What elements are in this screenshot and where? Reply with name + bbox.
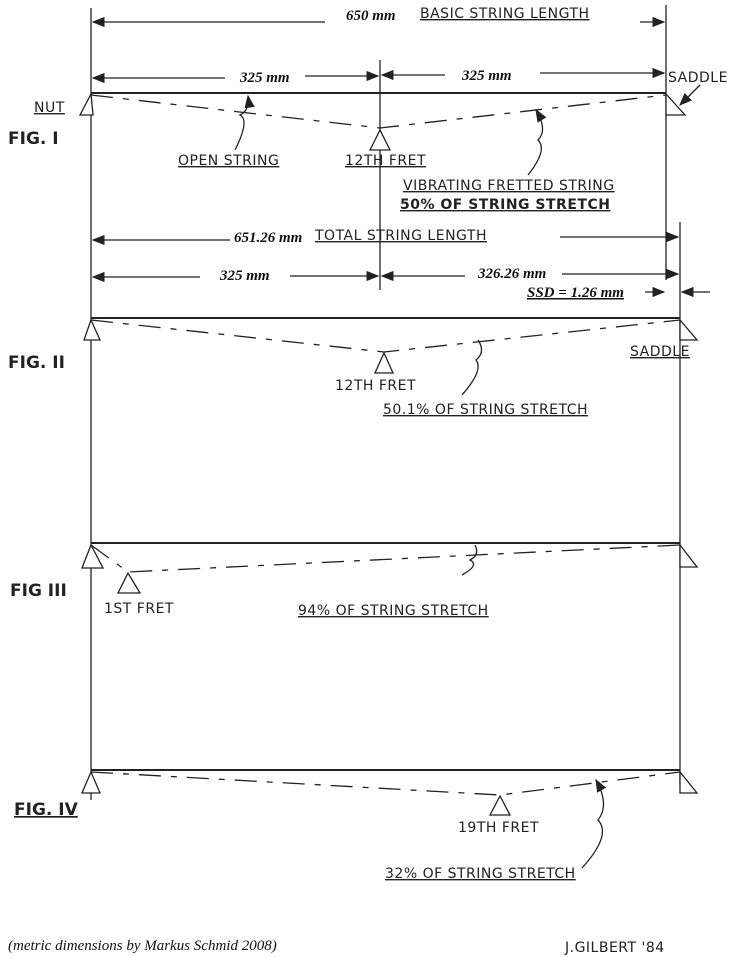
fig4-label: FIG. IV <box>14 800 79 820</box>
vibrating-label: VIBRATING FRETTED STRING <box>403 178 615 194</box>
fig3-stretch-label: 94% OF STRING STRETCH <box>298 603 489 619</box>
saddle-triangle <box>665 92 687 116</box>
fig2-stretch-label: 50.1% OF STRING STRETCH <box>383 402 588 418</box>
fig2-saddle-label: SADDLE <box>630 344 690 360</box>
total-right-value: 326.26 mm <box>477 266 546 282</box>
saddle-triangle <box>679 770 699 794</box>
nut-triangle <box>81 770 101 794</box>
ssd-value: SSD = 1.26 mm <box>527 285 624 301</box>
fig4-fret-label: 19TH FRET <box>458 820 539 836</box>
nut-triangle <box>83 318 102 341</box>
basic-length-value: 650 mm <box>346 8 396 24</box>
figure-3: FIG III 1ST FRET 94% OF STRING STRETCH <box>10 542 699 619</box>
half-length-dimension: 325 mm 325 mm <box>91 67 666 86</box>
figure-4: FIG. IV 19TH FRET 32% OF STRING STRETCH <box>14 769 699 882</box>
figure-1: FIG. I NUT SADDLE OPEN STRING 12TH FRET … <box>8 70 728 213</box>
fig3-fret-label: 1ST FRET <box>104 601 174 617</box>
half-right-value: 325 mm <box>461 68 512 84</box>
fret-19-triangle <box>488 794 512 816</box>
signature: J.GILBERT '84 <box>564 940 665 956</box>
saddle-triangle <box>679 543 699 568</box>
basic-length-label: BASIC STRING LENGTH <box>420 6 590 22</box>
fig2-label: FIG. II <box>8 353 65 373</box>
nut-triangle <box>81 543 105 569</box>
fret-1-triangle <box>116 571 142 594</box>
fret-12-triangle <box>368 128 392 151</box>
basic-length-dimension: 650 mm BASIC STRING LENGTH <box>91 6 666 28</box>
saddle-label: SADDLE <box>668 70 728 86</box>
saddle-triangle <box>679 318 699 341</box>
total-length-dimension: 651.26 mm TOTAL STRING LENGTH 325 mm 326… <box>91 228 710 301</box>
open-string-label: OPEN STRING <box>178 153 279 169</box>
fret-12-triangle <box>373 351 395 374</box>
half-left-value: 325 mm <box>239 70 290 86</box>
fig2-fret-label: 12TH FRET <box>335 378 416 394</box>
fret-12-label: 12TH FRET <box>345 153 426 169</box>
credit-note: (metric dimensions by Markus Schmid 2008… <box>8 938 277 954</box>
total-left-value: 325 mm <box>219 268 270 284</box>
fig3-label: FIG III <box>10 581 67 601</box>
fig1-stretch-label: 50% OF STRING STRETCH <box>400 197 610 213</box>
reference-lines <box>90 5 681 800</box>
nut-triangle <box>78 91 94 116</box>
fig1-label: FIG. I <box>8 129 59 149</box>
total-length-value: 651.26 mm <box>234 230 302 246</box>
fig4-stretch-label: 32% OF STRING STRETCH <box>385 866 576 882</box>
total-length-label: TOTAL STRING LENGTH <box>314 228 487 244</box>
figure-2: FIG. II SADDLE 12TH FRET 50.1% OF STRING… <box>8 317 699 418</box>
nut-label: NUT <box>34 100 65 116</box>
